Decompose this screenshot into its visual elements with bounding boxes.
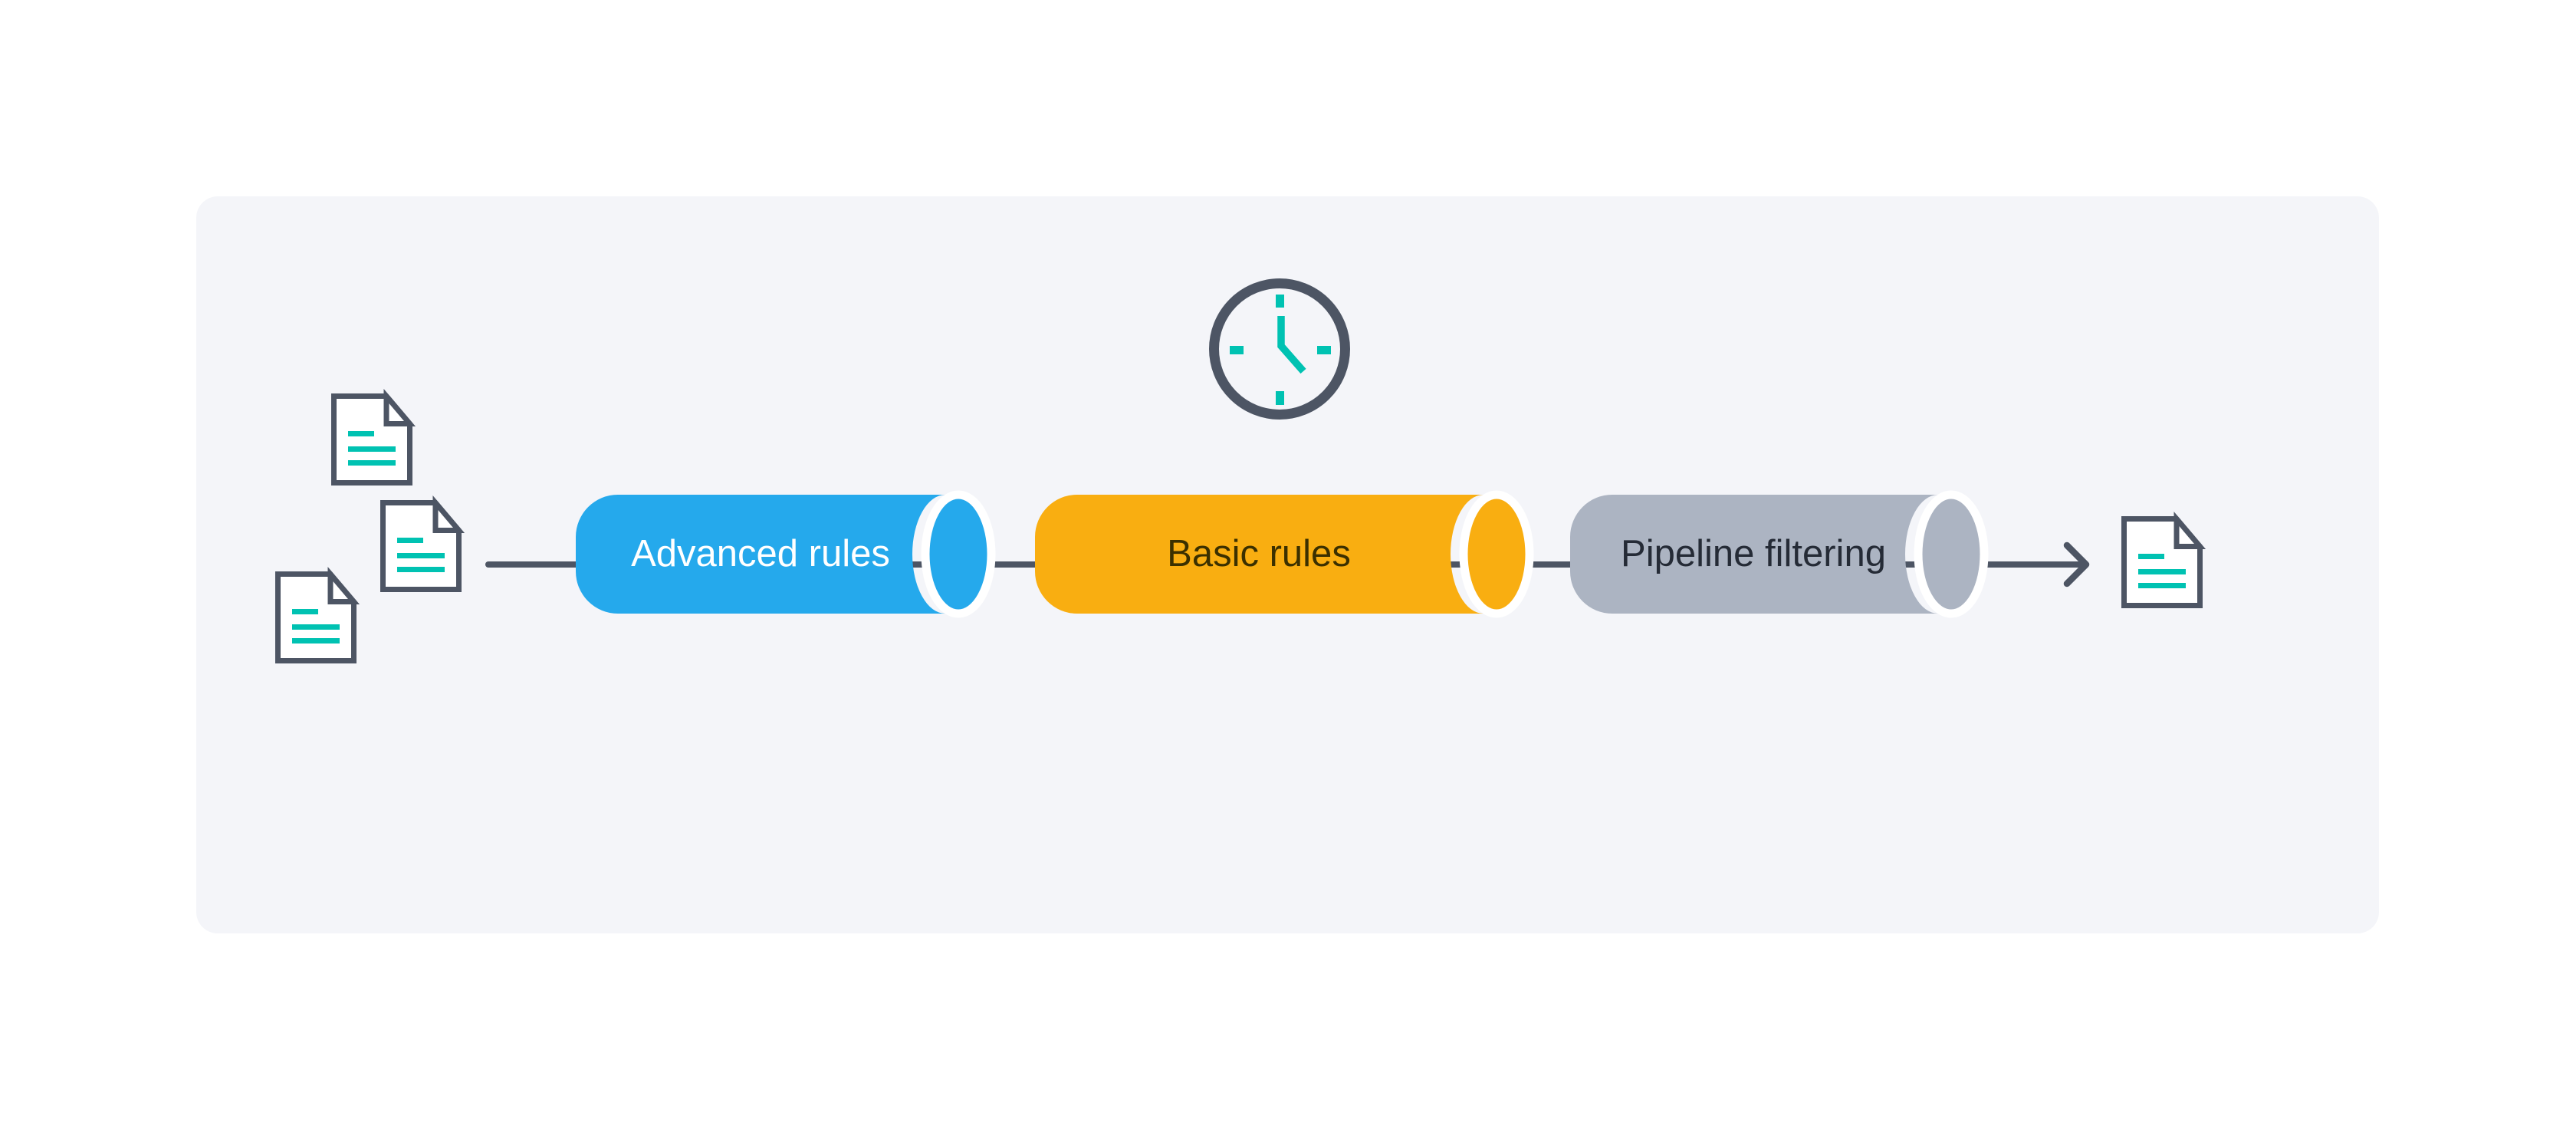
pipe-label-basic-rules: Basic rules — [1167, 533, 1351, 574]
pipe-cap — [1914, 490, 1989, 618]
pipe-basic-rules: Basic rules — [1035, 490, 1534, 618]
document-icon-input-1 — [334, 397, 410, 483]
clock-icon — [1209, 278, 1350, 420]
pipe-cap — [1459, 490, 1534, 618]
arrow-right-icon — [2063, 541, 2090, 588]
document-icon-input-3 — [278, 574, 354, 661]
pipe-body — [1035, 495, 1484, 614]
pipe-pipeline-filtering: Pipeline filtering — [1570, 490, 1989, 618]
pipe-label-advanced-rules: Advanced rules — [631, 533, 890, 574]
document-icon-input-2 — [383, 503, 459, 590]
pipe-advanced-rules: Advanced rules — [576, 490, 996, 618]
document-icon-output — [2124, 519, 2200, 606]
pipe-label-pipeline-filtering: Pipeline filtering — [1621, 533, 1886, 574]
pipe-body — [1570, 495, 1938, 614]
pipe-body — [576, 495, 945, 614]
pipe-cap — [921, 490, 996, 618]
